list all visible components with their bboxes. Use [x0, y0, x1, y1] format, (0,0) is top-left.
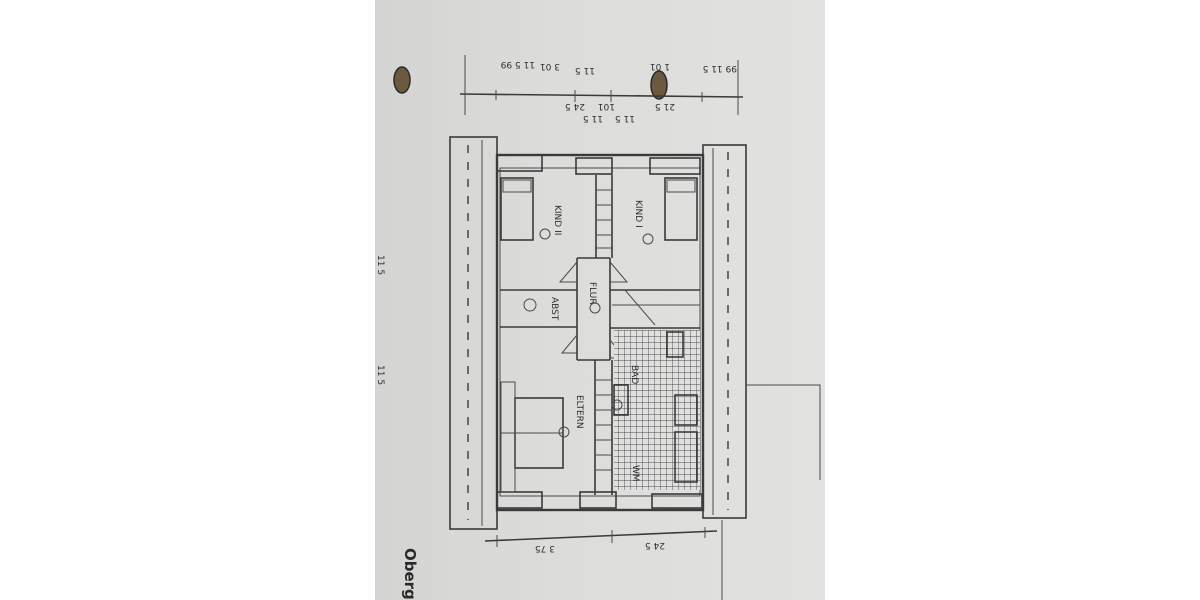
room-label-flur: FLUR	[587, 282, 597, 305]
dim-label: 11 5	[575, 65, 595, 75]
dim-label: 3 75	[535, 543, 555, 553]
room-label-kind-1: KIND I	[633, 200, 643, 228]
bathroom-fixtures	[613, 331, 698, 483]
room-label-bad: BAD	[629, 365, 639, 384]
bathroom-tiles	[614, 330, 700, 490]
dim-label: 24 5	[645, 540, 665, 550]
light-fixture-icons	[523, 228, 654, 438]
floor-caption: Oberg	[401, 548, 419, 600]
room-label-kind-2: KIND II	[552, 205, 562, 235]
room-label-abst: ABST	[549, 297, 559, 321]
dim-label: 99 11 5	[703, 63, 737, 73]
bottom-dimension-line	[484, 527, 718, 547]
interior-walls	[500, 175, 700, 495]
dim-label: 21 5	[655, 101, 675, 111]
dim-label: 1 01	[650, 61, 670, 71]
top-dimension-line	[459, 55, 744, 115]
roof-overhang-left	[449, 136, 498, 530]
dim-label: 3 01	[540, 61, 560, 71]
dim-label: 11 5	[583, 113, 603, 123]
dim-label: 24 5	[565, 101, 585, 111]
side-mark: 11 5	[375, 365, 385, 385]
roof-overhang-right	[702, 144, 747, 519]
dim-label: 11 5	[615, 113, 635, 123]
dim-label: 101	[598, 101, 615, 111]
dim-label: 11 5 99	[500, 59, 535, 69]
side-mark: 11 5	[375, 255, 385, 275]
punch-hole	[650, 70, 668, 100]
furniture	[500, 177, 698, 493]
punch-hole	[393, 66, 411, 94]
room-label-eltern: ELTERN	[574, 395, 584, 429]
room-label-wm: WM	[630, 465, 640, 482]
